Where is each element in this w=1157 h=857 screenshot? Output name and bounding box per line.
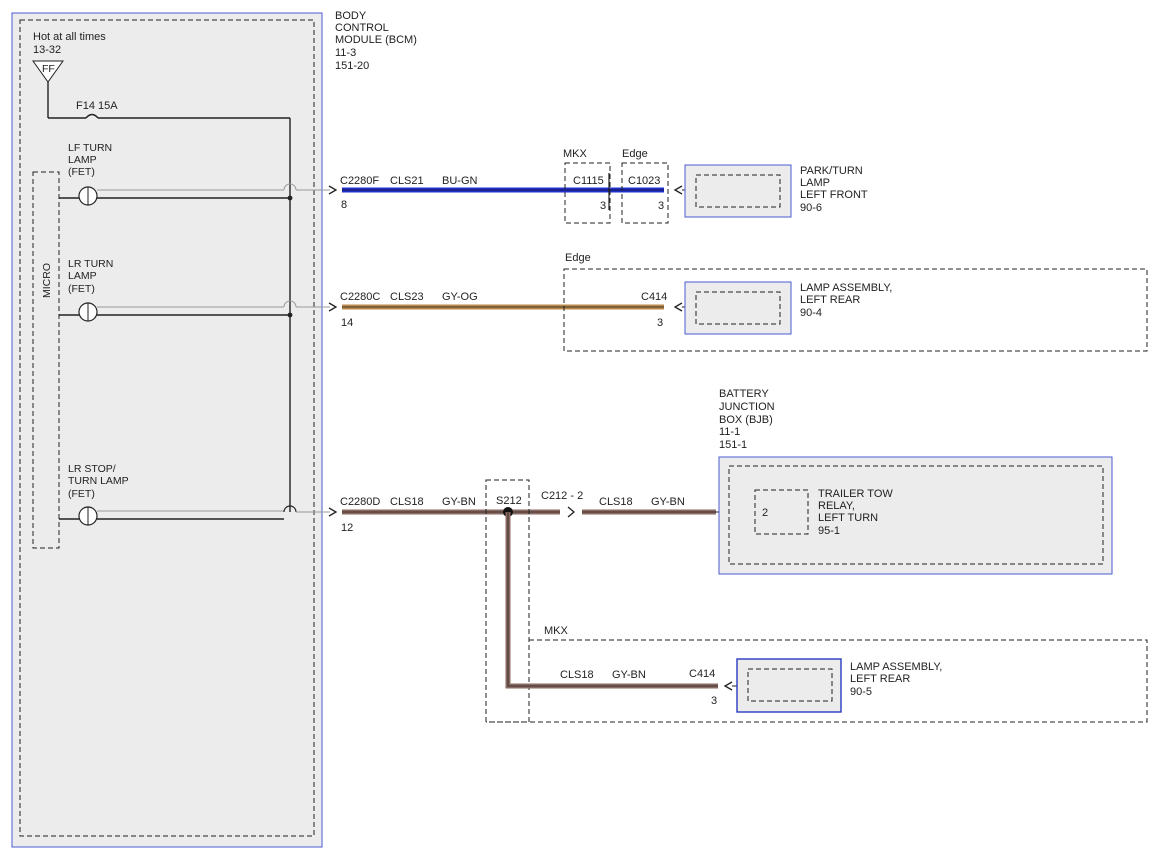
fet-lr-line-1: LR TURN bbox=[68, 258, 113, 270]
bcm-inner-boundary bbox=[19, 19, 315, 837]
c1023-conn: C1023 bbox=[628, 175, 660, 187]
fuse-tag: FF bbox=[42, 63, 55, 75]
c1023-terminal-icon bbox=[673, 185, 683, 195]
fuse-label: F14 15A bbox=[76, 100, 118, 112]
bcm-title-line-1: BODY bbox=[335, 10, 367, 22]
c2280c-circuit: CLS23 bbox=[390, 291, 424, 303]
c2280c-terminal-icon bbox=[328, 302, 338, 312]
fuse-icon bbox=[85, 113, 99, 119]
rear-mkx-label: MKX bbox=[544, 625, 569, 637]
rear-edge-conn: C414 bbox=[641, 291, 667, 303]
rear-mkx-conn: C414 bbox=[689, 668, 715, 680]
bcm-title-line-4: 11-3 bbox=[335, 47, 356, 59]
bjb-title-line-4: 11-1 bbox=[719, 426, 740, 438]
rear-mkx-color: GY-BN bbox=[612, 669, 646, 681]
rear-edge-lamp-line-1: LAMP ASSEMBLY, bbox=[800, 282, 892, 294]
rear-edge-lamp-line-2: LEFT REAR bbox=[800, 294, 860, 306]
hot-ref: 13-32 bbox=[33, 44, 61, 56]
c414-edge-terminal-icon bbox=[673, 302, 683, 312]
c1115-region bbox=[564, 162, 611, 224]
rear-mkx-lamp-line-2: LEFT REAR bbox=[850, 673, 910, 685]
micro-box bbox=[32, 171, 60, 549]
relay-line-3: LEFT TURN bbox=[818, 512, 878, 524]
bjb-title-line-1: BATTERY bbox=[719, 388, 769, 400]
wire-gy-bn-rear bbox=[505, 512, 718, 689]
c2280d-circuit: CLS18 bbox=[390, 496, 424, 508]
lamp-assembly-90-5-box bbox=[736, 658, 842, 713]
bjb-title-line-2: JUNCTION bbox=[719, 401, 775, 413]
c212-circuit: CLS18 bbox=[599, 496, 633, 508]
fet-lf-line-1: LF TURN bbox=[68, 142, 112, 154]
hot-label: Hot at all times bbox=[33, 31, 106, 43]
bcm-title-line-5: 151-20 bbox=[335, 60, 369, 72]
rear-mkx-pin: 3 bbox=[711, 695, 717, 707]
lamp-assembly-90-4-box bbox=[684, 281, 792, 335]
bcm-title-line-3: MODULE (BCM) bbox=[335, 34, 417, 46]
front-lamp-line-2: LAMP bbox=[800, 177, 830, 189]
bcm-title-line-2: CONTROL bbox=[335, 22, 389, 34]
c2280f-circuit: CLS21 bbox=[390, 175, 424, 187]
c212-conn: C212 - 2 bbox=[541, 490, 583, 502]
bjb-title-line-5: 151-1 bbox=[719, 439, 747, 451]
relay-line-4: 95-1 bbox=[818, 525, 840, 537]
c212-terminal-icon bbox=[567, 506, 576, 518]
rear-edge-region bbox=[563, 268, 1148, 352]
micro-label: MICRO bbox=[41, 263, 53, 298]
relay-line-2: RELAY, bbox=[818, 500, 855, 512]
c2280c-pin: 14 bbox=[341, 317, 353, 329]
front-mkx-label: MKX bbox=[563, 148, 588, 160]
rear-mkx-lamp-line-1: LAMP ASSEMBLY, bbox=[850, 661, 942, 673]
c1115-pin: 3 bbox=[600, 200, 606, 212]
fet-lrst-line-3: (FET) bbox=[68, 488, 95, 500]
fet-lr-line-2: LAMP bbox=[68, 270, 97, 282]
c2280f-connector: C2280F bbox=[340, 175, 379, 187]
c2280c-color: GY-OG bbox=[442, 291, 478, 303]
front-lamp-line-3: LEFT FRONT bbox=[800, 189, 868, 201]
rear-mkx-circuit: CLS18 bbox=[560, 669, 594, 681]
c212-color: GY-BN bbox=[651, 496, 685, 508]
relay-line-1: TRAILER TOW bbox=[818, 488, 893, 500]
fuse-feed-triangle-icon bbox=[32, 60, 64, 83]
c2280f-terminal-icon bbox=[328, 185, 338, 195]
front-lamp-line-4: 90-6 bbox=[800, 202, 822, 214]
rear-mkx-region bbox=[486, 639, 1148, 723]
front-edge-label: Edge bbox=[622, 148, 648, 160]
relay-pin: 2 bbox=[762, 507, 768, 519]
fet-lrst-line-2: TURN LAMP bbox=[68, 475, 129, 487]
splice-label: S212 bbox=[496, 495, 522, 507]
c2280d-connector: C2280D bbox=[340, 496, 380, 508]
fet-lrst-line-1: LR STOP/ bbox=[68, 463, 116, 475]
c2280d-terminal-icon bbox=[328, 507, 338, 517]
c1023-pin: 3 bbox=[658, 200, 664, 212]
bjb-box bbox=[718, 456, 1113, 575]
trailer-tow-relay-box bbox=[754, 489, 809, 535]
c2280c-connector: C2280C bbox=[340, 291, 380, 303]
rear-edge-lamp-line-3: 90-4 bbox=[800, 307, 822, 319]
rear-edge-pin: 3 bbox=[657, 317, 663, 329]
rear-mkx-lamp-line-3: 90-5 bbox=[850, 686, 872, 698]
c1023-region bbox=[621, 162, 669, 224]
bcm-module-box bbox=[11, 12, 323, 848]
rear-edge-label: Edge bbox=[565, 252, 591, 264]
front-lamp-line-1: PARK/TURN bbox=[800, 165, 863, 177]
c2280f-pin: 8 bbox=[341, 199, 347, 211]
fet-lr-line-3: (FET) bbox=[68, 283, 95, 295]
c414-mkx-terminal-icon bbox=[723, 681, 733, 691]
c2280f-color: BU-GN bbox=[442, 175, 478, 187]
park-turn-lamp-box bbox=[684, 164, 792, 218]
c1115-conn: C1115 bbox=[573, 175, 604, 187]
fet-lf-line-2: LAMP bbox=[68, 154, 97, 166]
c2280d-pin: 12 bbox=[341, 522, 353, 534]
fet-lf-line-3: (FET) bbox=[68, 166, 95, 178]
c2280d-color: GY-BN bbox=[442, 496, 476, 508]
bjb-title-line-3: BOX (BJB) bbox=[719, 414, 773, 426]
